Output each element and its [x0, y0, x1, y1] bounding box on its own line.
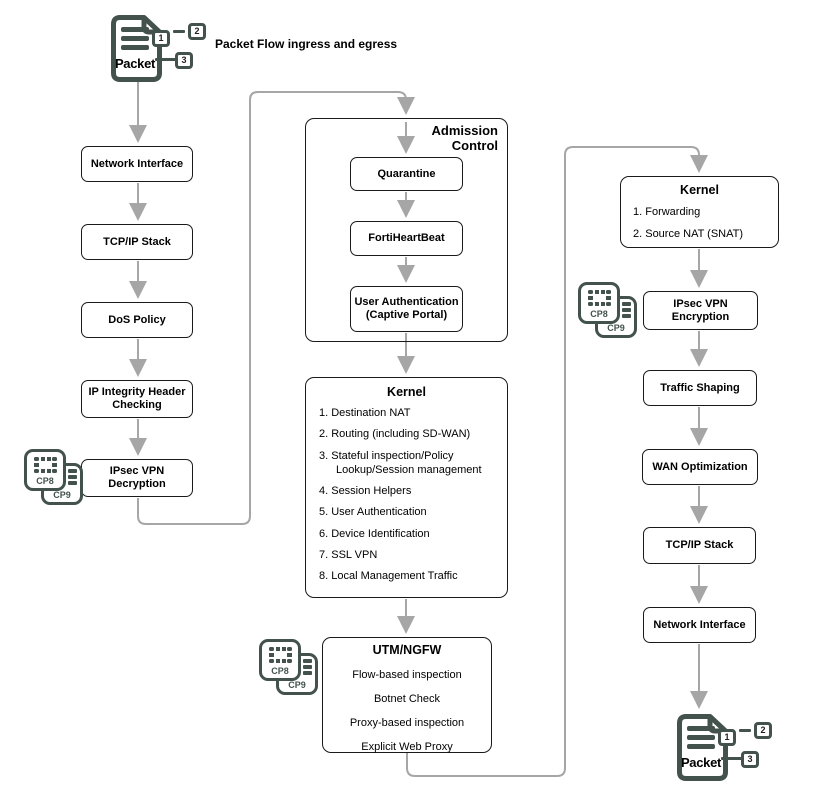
utm-item: Explicit Web Proxy: [361, 741, 453, 753]
document-icon: [111, 15, 162, 82]
packet-icon-ingress: Packet 1 2 3: [109, 13, 209, 93]
box-user-authentication: User Authentication (Captive Portal): [350, 286, 463, 332]
packet-tag2-connector: [739, 729, 751, 732]
box-ip-integrity-header-checking: IP Integrity Header Checking: [81, 380, 193, 418]
cp8-chip: CP8: [24, 449, 66, 491]
utm-item: Botnet Check: [373, 693, 441, 705]
cp9-chip-label: CP9: [288, 680, 306, 690]
kernel-item: 8. Local Management Traffic: [319, 570, 458, 583]
packet-tag2-connector: [173, 30, 185, 33]
admission-control-group: Admission Control: [305, 118, 508, 342]
kernel-item: 3. Stateful inspection/Policy Lookup/Ses…: [319, 449, 482, 476]
box-network-interface-egress: Network Interface: [643, 607, 756, 643]
cpu-dots-icon: [34, 457, 57, 473]
box-fortiheartbeat: FortiHeartBeat: [350, 221, 463, 256]
box-network-interface-ingress: Network Interface: [81, 146, 193, 182]
kernel-item: 7. SSL VPN: [319, 549, 378, 562]
packet-icon-egress: Packet 1 2 3: [675, 712, 775, 792]
packet-tag-1: 1: [152, 30, 170, 47]
cpu-dots-icon: [588, 290, 611, 306]
diagram-title: Packet Flow ingress and egress: [215, 37, 398, 51]
packet-tag-1: 1: [718, 729, 736, 746]
cp8-chip: CP8: [578, 282, 620, 324]
packet-tag-3: 3: [741, 751, 759, 768]
cp8-cp9-chip-icon-utm: CP9 CP8: [259, 639, 351, 701]
kernel-item: 2. Routing (including SD-WAN): [319, 428, 471, 441]
utm-ngfw-group: UTM/NGFW Flow-based inspection Botnet Ch…: [322, 637, 492, 753]
cp8-chip-label: CP8: [36, 476, 54, 486]
kernel-item: 1. Destination NAT: [319, 407, 411, 419]
packet-label: Packet: [114, 56, 156, 71]
box-tcpip-stack-egress: TCP/IP Stack: [643, 527, 756, 564]
packet-label: Packet: [680, 755, 722, 770]
box-traffic-shaping: Traffic Shaping: [643, 370, 757, 406]
kernel-item: 5. User Authentication: [319, 506, 427, 519]
packet-tag3-connector: [721, 757, 743, 760]
admission-control-title: Admission Control: [431, 123, 498, 153]
hidden-chip-bars-icon: [303, 659, 312, 677]
hidden-chip-bars-icon: [68, 469, 77, 487]
kernel-ingress-group: Kernel 1. Destination NAT 2. Routing (in…: [305, 377, 508, 598]
box-ipsec-vpn-encryption: IPsec VPN Encryption: [643, 291, 758, 330]
document-icon: [677, 714, 728, 781]
kernel-item: 2. Source NAT (SNAT): [633, 228, 744, 241]
cpu-dots-icon: [269, 647, 292, 663]
box-tcpip-stack-ingress: TCP/IP Stack: [81, 224, 193, 260]
cp8-chip-label: CP8: [590, 309, 608, 319]
box-ipsec-vpn-decryption: IPsec VPN Decryption: [81, 459, 193, 497]
kernel-egress-title: Kernel: [680, 183, 719, 197]
cp8-cp9-chip-icon-encryption: CP9 CP8: [578, 282, 670, 344]
utm-ngfw-title: UTM/NGFW: [372, 643, 442, 657]
box-wan-optimization: WAN Optimization: [642, 449, 758, 485]
cp8-cp9-chip-icon-decryption: CP9 CP8: [24, 449, 116, 511]
box-quarantine: Quarantine: [350, 157, 463, 191]
utm-item: Flow-based inspection: [352, 669, 462, 681]
kernel-item: 4. Session Helpers: [319, 485, 412, 498]
kernel-egress-group: Kernel 1. Forwarding 2. Source NAT (SNAT…: [620, 176, 779, 248]
utm-item: Proxy-based inspection: [349, 717, 465, 729]
hidden-chip-bars-icon: [622, 302, 631, 320]
cp8-chip: CP8: [259, 639, 301, 681]
kernel-item: 6. Device Identification: [319, 527, 430, 540]
cp8-chip-label: CP8: [271, 666, 289, 676]
kernel-item: 1. Forwarding: [633, 206, 701, 218]
kernel-ingress-list: 1. Destination NAT 2. Routing (including…: [319, 406, 501, 584]
kernel-egress-list: 1. Forwarding 2. Source NAT (SNAT): [633, 205, 774, 242]
cp9-chip-label: CP9: [53, 490, 71, 500]
cp9-chip-label: CP9: [607, 323, 625, 333]
packet-tag3-connector: [155, 58, 177, 61]
box-dos-policy: DoS Policy: [81, 302, 193, 338]
kernel-ingress-title: Kernel: [387, 385, 426, 399]
packet-tag-3: 3: [175, 52, 193, 69]
packet-tag-2: 2: [754, 722, 772, 739]
packet-tag-2: 2: [188, 23, 206, 40]
